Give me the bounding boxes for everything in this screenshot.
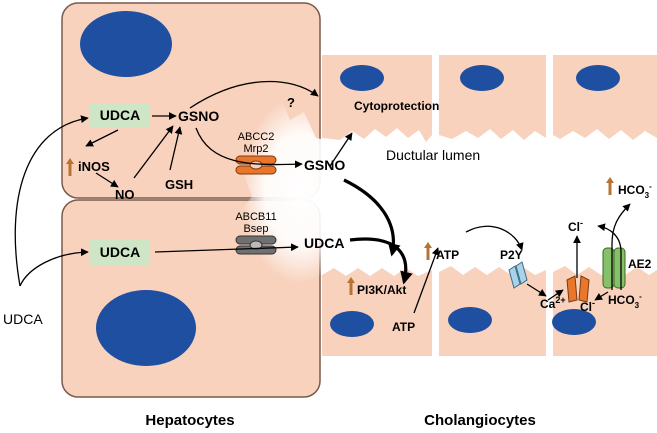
arrow-atp-p2y: [465, 225, 524, 251]
hepatocyte-nucleus-bottom: [96, 290, 196, 366]
label-pi3k-akt: PI3K/Akt: [357, 283, 406, 297]
label-mrp2: Mrp2: [243, 143, 268, 155]
label-cl-top: Cl-: [568, 218, 583, 234]
label-no: NO: [115, 187, 135, 202]
arrow-no-gsno: [133, 125, 174, 179]
label-hco3-top: HCO3-: [618, 182, 652, 200]
label-ae2: AE2: [628, 257, 652, 271]
label-udca-top: UDCA: [100, 107, 140, 123]
label-cytoprotection: Cytoprotection: [354, 99, 439, 113]
p2y-receptor: [508, 261, 528, 289]
label-udca-outside: UDCA: [3, 311, 43, 327]
label-atp-up: ATP: [436, 248, 459, 262]
caption-hepatocytes: Hepatocytes: [145, 412, 234, 429]
cl-channel: [566, 275, 590, 303]
arrow-p2y-ca: [526, 283, 547, 297]
arrow-gsh-gsno: [169, 126, 183, 171]
cholangiocyte-nucleus: [448, 307, 492, 333]
arrow-udca-uptake-top: [14, 115, 89, 287]
cholangiocyte-nucleus: [340, 65, 384, 91]
label-unknown: ?: [287, 95, 295, 110]
arrow-gsno-export: [195, 127, 303, 169]
label-hco3-low: HCO3-: [608, 292, 642, 310]
increase-arrow: [424, 242, 432, 260]
pathway-arrows: [14, 80, 631, 314]
arrow-udca-pi3k: [349, 237, 413, 285]
cholangiocyte-nucleus: [576, 65, 620, 91]
cholangiocyte-nucleus: [552, 309, 596, 335]
label-udca-bottom: UDCA: [100, 244, 140, 260]
ae2-exchanger: [602, 247, 626, 289]
label-p2y: P2Y: [500, 248, 523, 262]
label-ca: Ca2+: [540, 295, 566, 311]
label-ductular-lumen: Ductular lumen: [386, 147, 480, 163]
arrow-gsno-cytoprotection: [329, 132, 353, 167]
arrow-udca-inos: [85, 129, 119, 147]
label-cl-low: Cl-: [580, 298, 595, 314]
arrow-ca-channel: [547, 289, 564, 301]
arrow-udca-uptake-bottom: [19, 248, 89, 287]
arrow-hco3-out: [611, 203, 631, 245]
label-gsh: GSH: [165, 177, 193, 192]
arrow-inos-no: [95, 172, 119, 188]
label-abcc2: ABCC2: [238, 131, 275, 143]
label-abcb11: ABCB11: [235, 211, 276, 223]
arrow-cl-exchange: [597, 223, 622, 253]
increase-arrow: [606, 177, 614, 195]
increase-arrow: [347, 277, 355, 295]
cholangiocyte-nucleus: [330, 311, 374, 337]
label-atp-low: ATP: [392, 320, 415, 334]
caption-cholangiocytes: Cholangiocytes: [424, 412, 536, 429]
abcc2-mrp2-transporter: [235, 155, 277, 175]
label-gsno-canal: GSNO: [304, 157, 345, 173]
udca-box-bottom: [90, 240, 150, 265]
label-gsno-cell: GSNO: [178, 108, 219, 124]
udca-box-top: [90, 103, 150, 128]
increase-arrows: [66, 158, 614, 295]
cholangiocyte-nucleus: [460, 65, 504, 91]
label-inos: iNOS: [78, 159, 110, 174]
label-udca-canal: UDCA: [304, 235, 344, 251]
arrow-gsno-unknown: [189, 80, 319, 109]
arrow-udca-export: [154, 243, 299, 253]
arrow-atp-release: [413, 247, 440, 314]
hepatocyte-nucleus-top: [80, 11, 172, 77]
increase-arrow: [66, 158, 74, 176]
arrow-cl-in: [594, 291, 609, 301]
label-bsep: Bsep: [243, 223, 268, 235]
